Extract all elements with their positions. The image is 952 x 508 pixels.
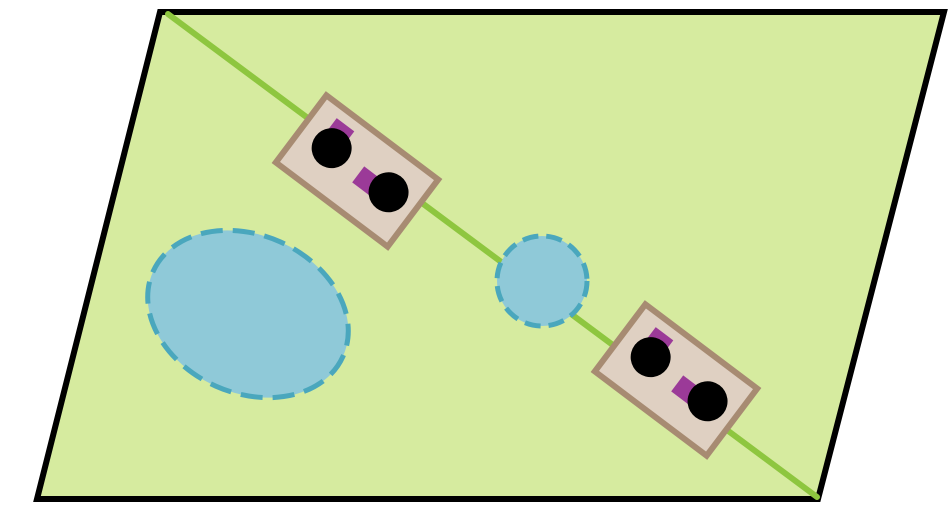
card-lower xyxy=(590,300,762,460)
card-upper-dot-right xyxy=(368,172,409,213)
card-upper xyxy=(271,91,443,251)
dashed-ellipse xyxy=(145,227,351,401)
card-lower-dot-left xyxy=(630,337,671,378)
card-lower-dot-right xyxy=(687,381,728,422)
card-upper-dot-left xyxy=(311,128,352,169)
plane-group xyxy=(33,9,948,502)
dashed-circle xyxy=(494,233,590,329)
